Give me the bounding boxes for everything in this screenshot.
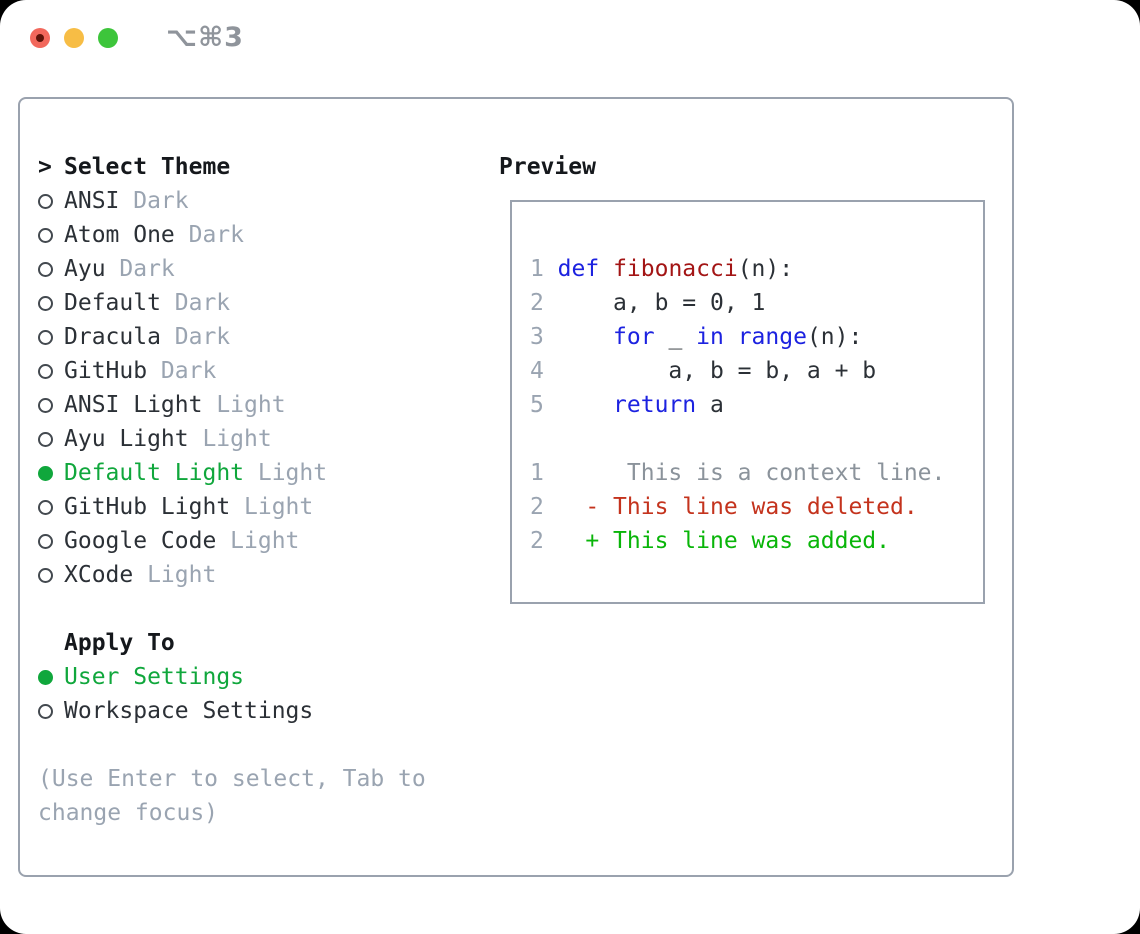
code-line: 3 for _ in range(n): xyxy=(530,320,945,354)
theme-item-ansi-light[interactable]: ANSI Light Light xyxy=(38,388,478,422)
line-number: 1 xyxy=(530,460,544,486)
radio-icon xyxy=(38,499,53,515)
apply-to-workspace-settings[interactable]: Workspace Settings xyxy=(38,694,478,728)
radio-selected-icon xyxy=(38,465,53,481)
theme-item-atom-one-dark[interactable]: Atom One Dark xyxy=(38,218,478,252)
theme-picker: > Select Theme ANSI Dark Atom One Dark A… xyxy=(38,150,478,830)
theme-item-xcode-light[interactable]: XCode Light xyxy=(38,558,478,592)
radio-icon xyxy=(38,397,53,413)
line-number: 1 xyxy=(530,256,544,282)
keyboard-hint: (Use Enter to select, Tab to change focu… xyxy=(38,766,426,826)
window-title: ⌥⌘3 xyxy=(166,22,244,53)
maximize-button[interactable] xyxy=(98,28,118,48)
diff-deleted-line: 2 - This line was deleted. xyxy=(530,490,945,524)
close-button[interactable] xyxy=(30,28,50,48)
theme-item-google-code-light[interactable]: Google Code Light xyxy=(38,524,478,558)
radio-icon xyxy=(38,261,53,277)
theme-item-github-dark[interactable]: GitHub Dark xyxy=(38,354,478,388)
spacer xyxy=(38,728,478,762)
theme-item-ayu-light[interactable]: Ayu Light Light xyxy=(38,422,478,456)
main-panel: > Select Theme ANSI Dark Atom One Dark A… xyxy=(18,97,1014,877)
theme-item-ansi-dark[interactable]: ANSI Dark xyxy=(38,184,478,218)
line-number: 2 xyxy=(530,494,544,520)
theme-picker-header: > Select Theme xyxy=(38,150,478,184)
diff-added-line: 2 + This line was added. xyxy=(530,524,945,558)
radio-icon xyxy=(38,193,53,209)
radio-icon xyxy=(38,703,53,719)
apply-to-header: Apply To xyxy=(38,626,478,660)
radio-icon xyxy=(38,295,53,311)
theme-item-github-light[interactable]: GitHub Light Light xyxy=(38,490,478,524)
preview-title: Preview xyxy=(499,154,596,180)
radio-icon xyxy=(38,329,53,345)
code-line: 5 return a xyxy=(530,388,945,422)
title-bar: ⌥⌘3 xyxy=(0,0,1140,76)
diff-preview: 1 This is a context line. 2 - This line … xyxy=(530,456,945,558)
cursor-icon: > xyxy=(38,154,52,180)
line-number: 2 xyxy=(530,290,544,316)
code-line: 2 a, b = 0, 1 xyxy=(530,286,945,320)
radio-icon xyxy=(38,567,53,583)
section-title: Select Theme xyxy=(64,154,231,180)
theme-item-dracula-dark[interactable]: Dracula Dark xyxy=(38,320,478,354)
radio-icon xyxy=(38,227,53,243)
theme-item-default-dark[interactable]: Default Dark xyxy=(38,286,478,320)
radio-icon xyxy=(38,363,53,379)
code-line: 4 a, b = b, a + b xyxy=(530,354,945,388)
line-number: 4 xyxy=(530,358,544,384)
line-number: 2 xyxy=(530,528,544,554)
theme-item-default-light[interactable]: Default Light Light xyxy=(38,456,478,490)
theme-item-ayu-dark[interactable]: Ayu Dark xyxy=(38,252,478,286)
line-number: 3 xyxy=(530,324,544,350)
line-number: 5 xyxy=(530,392,544,418)
radio-selected-icon xyxy=(38,669,53,685)
radio-icon xyxy=(38,533,53,549)
diff-context-line: 1 This is a context line. xyxy=(530,456,945,490)
radio-icon xyxy=(38,431,53,447)
section-title: Apply To xyxy=(64,630,175,656)
spacer xyxy=(38,592,478,626)
minimize-button[interactable] xyxy=(64,28,84,48)
apply-to-user-settings[interactable]: User Settings xyxy=(38,660,478,694)
